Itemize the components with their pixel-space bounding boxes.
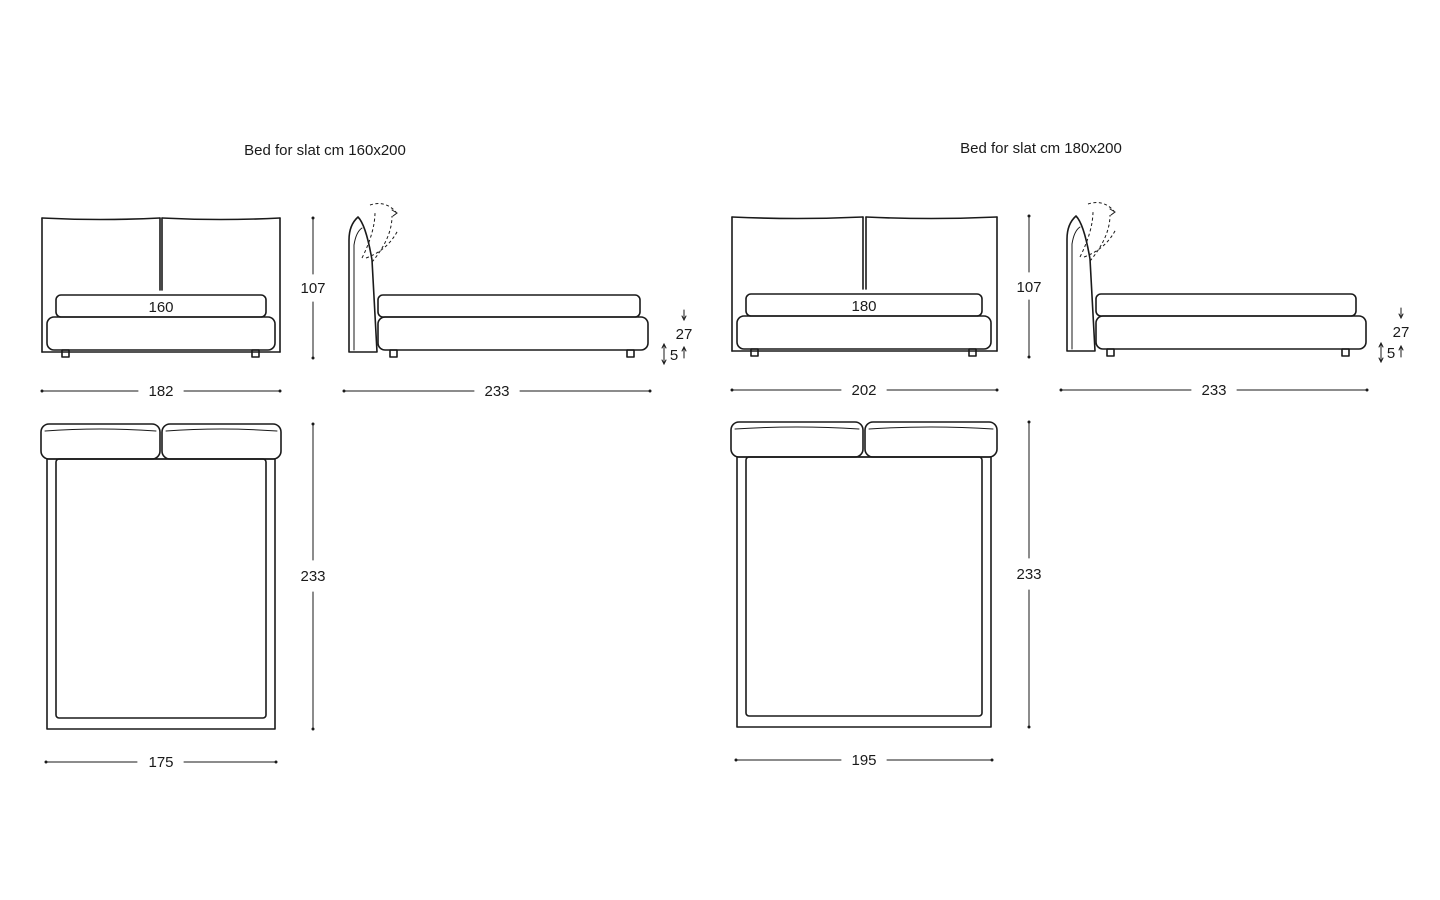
bed-180-front-height-label: 107	[1016, 279, 1041, 296]
bed-160-front-width-label: 182	[148, 383, 173, 400]
bed-180-title: Bed for slat cm 180x200	[960, 140, 1122, 157]
bed-160-side-view	[348, 203, 649, 358]
bed-180-side-length-dimension: 233	[1059, 382, 1369, 399]
bed-160-front-height-dimension: 107	[300, 216, 326, 360]
bed-160-foot-height-label: 5	[670, 347, 678, 364]
bed-180-top-width-label: 195	[851, 752, 876, 769]
bed-180-frame-height-label: 27	[1393, 324, 1410, 341]
bed-160-title: Bed for slat cm 160x200	[244, 142, 406, 159]
bed-180-front-width-label: 202	[851, 382, 876, 399]
bed-160-side-length-dimension: 233	[342, 383, 652, 400]
bed-160-drawings: Bed for slat cm 160x200 160 107	[40, 142, 693, 771]
bed-180-top-length-label: 233	[1016, 566, 1041, 583]
bed-180-mattress-width-label: 180	[851, 298, 876, 315]
bed-160-top-width-label: 175	[148, 754, 173, 771]
bed-160-frame-height-label: 27	[676, 326, 693, 343]
bed-180-front-height-dimension: 107	[1016, 214, 1042, 359]
bed-180-side-length-label: 233	[1201, 382, 1226, 399]
bed-180-drawings: Bed for slat cm 180x200 180 107	[730, 140, 1410, 769]
bed-160-mattress-width-label: 160	[148, 299, 173, 316]
bed-180-top-width-dimension: 195	[734, 752, 994, 769]
bed-180-side-view	[1066, 202, 1367, 357]
bed-180-top-length-dimension: 233	[1016, 420, 1042, 729]
bed-160-top-length-label: 233	[300, 568, 325, 585]
bed-160-side-heights-dimension: 27 5	[661, 309, 693, 366]
bed-160-top-width-dimension: 175	[44, 754, 278, 771]
bed-160-front-height-label: 107	[300, 280, 325, 297]
bed-160-top-view	[40, 423, 282, 730]
bed-160-front-view: 160	[41, 217, 281, 358]
bed-180-side-heights-dimension: 27 5	[1378, 307, 1410, 364]
bed-180-top-view	[730, 421, 998, 728]
bed-180-front-view: 180	[731, 216, 998, 357]
bed-160-side-length-label: 233	[484, 383, 509, 400]
bed-160-top-length-dimension: 233	[300, 422, 326, 731]
bed-180-foot-height-label: 5	[1387, 345, 1395, 362]
bed-160-front-width-dimension: 182	[40, 383, 282, 400]
bed-180-front-width-dimension: 202	[730, 382, 999, 399]
